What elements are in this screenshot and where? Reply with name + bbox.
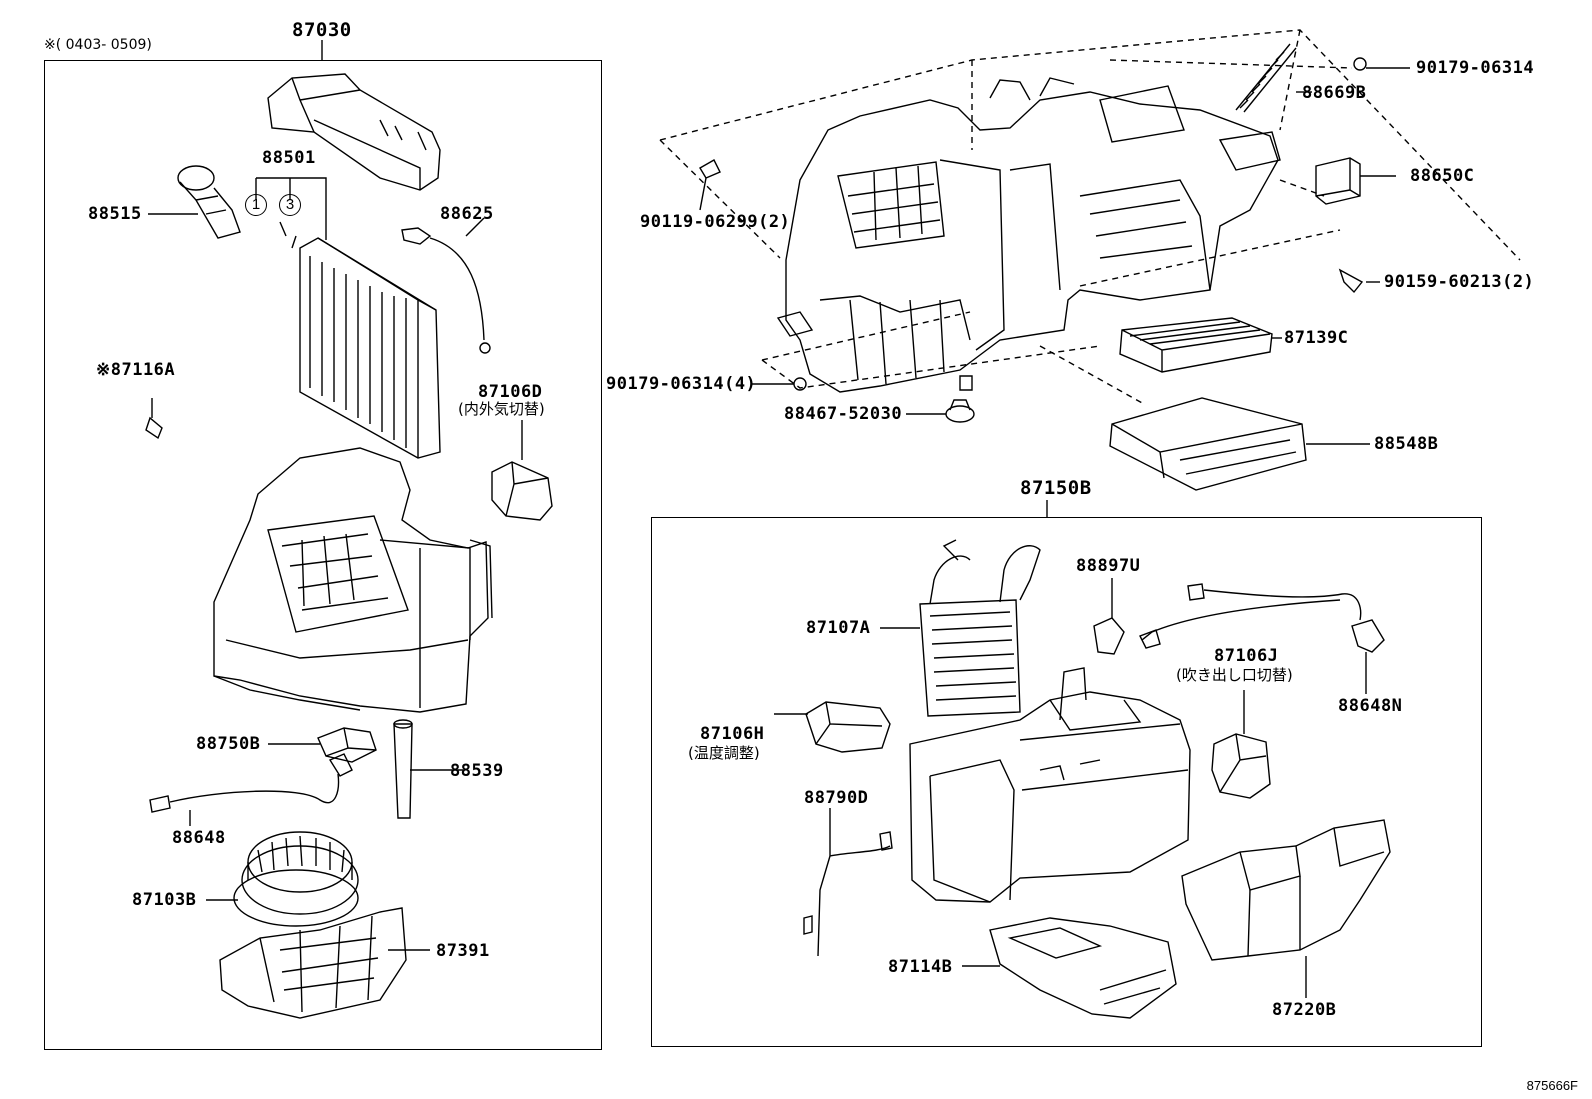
part-label-87391[interactable]: 87391 <box>436 941 490 961</box>
part-88750b <box>268 727 377 763</box>
part-label-90119-06299[interactable]: 90119-06299(2) <box>640 212 791 232</box>
assembly-title-87030[interactable]: 87030 <box>292 19 352 41</box>
heater-core-87107a <box>880 539 1041 717</box>
part-label-87106j[interactable]: 87106J <box>1214 646 1279 666</box>
duct-87220b <box>1181 819 1391 998</box>
screw-90159 <box>1338 268 1380 294</box>
filter-87139c <box>1119 317 1282 373</box>
part-88650c <box>1315 157 1396 205</box>
blower-87103b <box>206 831 359 927</box>
part-label-90179-06314-4[interactable]: 90179-06314(4) <box>606 374 757 394</box>
clip-87116a <box>145 398 163 440</box>
case-88548b <box>1109 397 1370 491</box>
unit-case-left <box>213 447 493 713</box>
part-label-87107a[interactable]: 87107A <box>806 618 871 638</box>
part-label-88539[interactable]: 88539 <box>450 761 504 781</box>
part-label-87103b[interactable]: 87103B <box>132 890 197 910</box>
desc-87106d: (内外気切替) <box>458 400 545 418</box>
part-label-88501[interactable]: 88501 <box>262 148 316 168</box>
grommet-88467 <box>906 399 975 423</box>
heater-case <box>909 667 1191 903</box>
evaporator-core <box>279 221 441 459</box>
hvac-unit-main <box>776 77 1281 393</box>
screw-90179-06314-4 <box>752 377 807 391</box>
part-label-88650c[interactable]: 88650C <box>1410 166 1475 186</box>
date-range-note: ※( 0403- 0509) <box>44 37 152 53</box>
part-88515-shape <box>148 165 241 239</box>
harness-88648n <box>1139 583 1385 694</box>
duct-87114b <box>962 917 1177 1019</box>
actuator-87106d <box>491 420 553 521</box>
part-label-88790d[interactable]: 88790D <box>804 788 869 808</box>
part-label-88515[interactable]: 88515 <box>88 204 142 224</box>
part-label-88625[interactable]: 88625 <box>440 204 494 224</box>
part-label-88648[interactable]: 88648 <box>172 828 226 848</box>
dashed-leaders <box>659 29 1521 405</box>
part-label-88669b[interactable]: 88669B <box>1302 83 1367 103</box>
assembly-title-87150b[interactable]: 87150B <box>1020 477 1092 499</box>
part-label-88897u[interactable]: 88897U <box>1076 556 1141 576</box>
ref-circle-1: 1 <box>245 194 267 216</box>
heater-assembly-frame <box>651 517 1482 1047</box>
case-87391 <box>219 907 430 1019</box>
screw-90119 <box>699 159 721 211</box>
figure-id: 875666F <box>1526 1078 1578 1093</box>
part-label-87220b[interactable]: 87220B <box>1272 1000 1337 1020</box>
part-label-87106h[interactable]: 87106H <box>700 724 765 744</box>
spring-88669b <box>1235 43 1312 113</box>
part-label-88548b[interactable]: 88548B <box>1374 434 1439 454</box>
sensor-88790d <box>803 808 893 957</box>
part-label-87139c[interactable]: 87139C <box>1284 328 1349 348</box>
part-label-87116a[interactable]: ※87116A <box>96 360 176 380</box>
left-assembly-frame <box>44 60 602 1050</box>
screw-90179-06314-top <box>1353 57 1410 71</box>
part-label-90179-06314-top[interactable]: 90179-06314 <box>1416 58 1535 78</box>
desc-87106h: (温度調整) <box>688 744 760 762</box>
part-88897u <box>1093 578 1125 655</box>
sensor-88625 <box>401 217 491 354</box>
part-label-88467-52030[interactable]: 88467-52030 <box>784 404 903 424</box>
actuator-87106h <box>774 701 891 753</box>
part-88539 <box>393 719 464 819</box>
part-label-87106d[interactable]: 87106D <box>478 382 543 402</box>
part-label-87114b[interactable]: 87114B <box>888 957 953 977</box>
part-label-88648n[interactable]: 88648N <box>1338 696 1403 716</box>
harness-88648 <box>149 753 353 826</box>
ref-circle-3: 3 <box>279 194 301 216</box>
part-label-90159-60213[interactable]: 90159-60213(2) <box>1384 272 1535 292</box>
desc-87106j: (吹き出し口切替) <box>1176 666 1293 684</box>
actuator-87106j <box>1211 690 1271 799</box>
part-label-88750b[interactable]: 88750B <box>196 734 261 754</box>
upper-duct-part <box>267 73 441 191</box>
